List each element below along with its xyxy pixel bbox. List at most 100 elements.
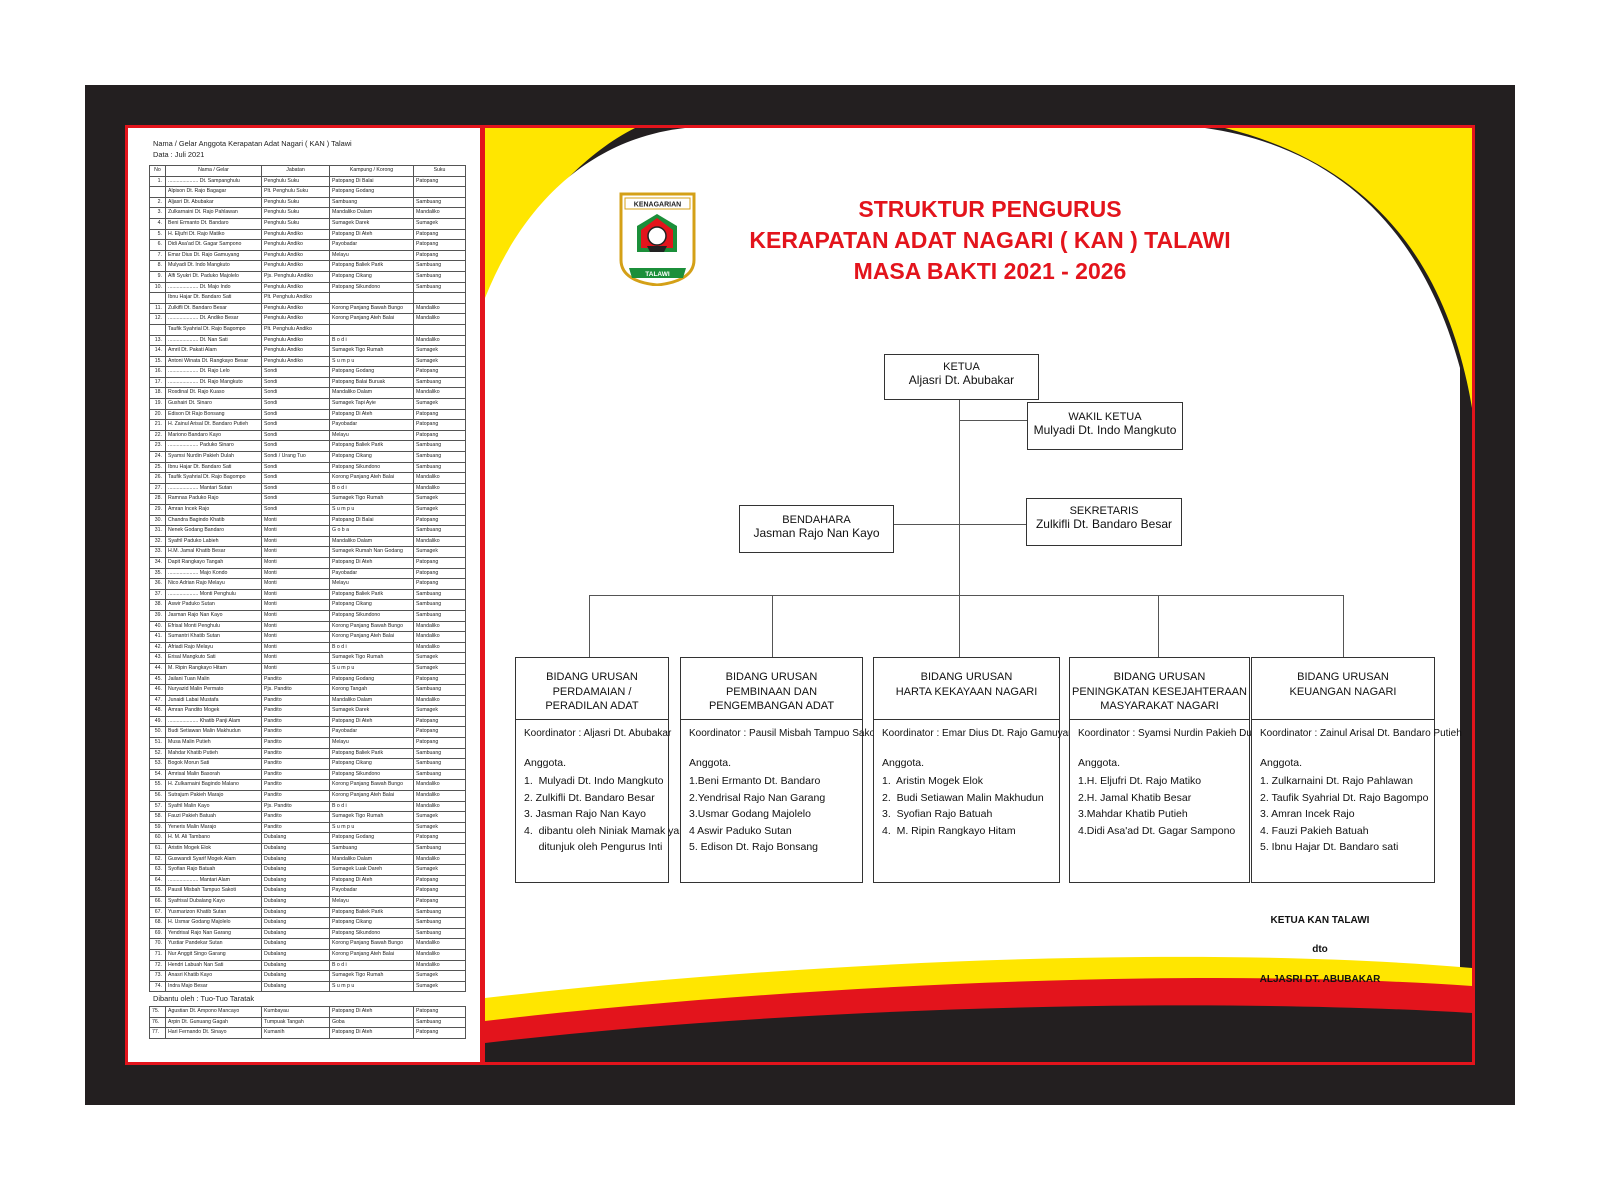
table-cell: Pandito <box>261 747 330 760</box>
table-cell <box>329 323 414 336</box>
table-cell: Korong Panjang Bawah Bungo <box>329 302 414 315</box>
table-cell: 1. <box>149 175 166 188</box>
list-item: 5. Ibnu Hajar Dt. Bandaro sati <box>1260 841 1399 853</box>
table-cell: Mulyadi Dt. Indo Mangkuto <box>165 260 262 272</box>
table-cell: Patopang Cikang <box>329 599 414 611</box>
table-cell: Pandito <box>261 790 330 802</box>
table-cell: Monti <box>261 631 330 643</box>
table-cell: 37. <box>149 588 166 601</box>
list-item: 1.H. Eljufri Dt. Rajo Matiko <box>1078 775 1202 787</box>
table-cell: Monti <box>261 599 330 611</box>
table-cell: ..................... Dt. Andiko Besar <box>165 313 262 325</box>
table-cell: 57. <box>149 800 166 813</box>
table-cell: Edison Dt Rajo Bonsang <box>165 408 262 421</box>
table-cell: Penghulu Andiko <box>261 249 330 262</box>
table-cell: 50. <box>149 726 166 739</box>
table-cell: 69. <box>149 927 166 940</box>
table-cell: 3. <box>149 207 166 219</box>
table-cell: Dubalang <box>261 853 330 866</box>
sekretaris-box: SEKRETARIS Zulkifli Dt. Bandaro Besar <box>1026 498 1182 546</box>
table-cell: Pandito <box>261 673 330 686</box>
table-cell: Sumagek <box>413 493 466 505</box>
table-cell: Bogok Morun Sati <box>165 758 262 770</box>
table-cell: Sumagek <box>413 652 466 664</box>
table-cell: Pandito <box>261 715 330 728</box>
bidang-title-line: PENGEMBANGAN ADAT <box>708 700 835 712</box>
table-cell: Amran Pandito Mogek <box>165 705 262 717</box>
table-cell: Sambuang <box>329 843 414 855</box>
signature-name: ALJASRI DT. ABUBAKAR <box>1259 974 1381 985</box>
connector-bidang-4 <box>1158 595 1160 657</box>
bottom-yellow-wave <box>485 956 1472 1023</box>
table-cell: Sambuang <box>413 525 466 537</box>
table-cell: Patopang <box>413 175 466 188</box>
table-cell: Payobadar <box>329 419 414 431</box>
connector-wakil <box>959 420 1027 422</box>
extra-members-label: Dibantu oleh : Tuo-Tuo Taratak <box>153 994 255 1003</box>
table-cell: Zulkifli Dt. Bandaro Besar <box>165 302 262 315</box>
table-cell: Patopang <box>413 1027 466 1039</box>
table-cell: ..................... Dt. Nan Sati <box>165 334 262 347</box>
table-cell: Sambuang <box>413 281 466 294</box>
table-cell: Sondi <box>261 408 330 421</box>
bidang-anggota-label: Anggota. <box>882 757 925 769</box>
table-cell: Mandaliko <box>413 853 466 866</box>
table-cell: Sondi <box>261 429 330 442</box>
kenagarian-logo: KENAGARIAN TALAWI <box>617 190 698 287</box>
table-cell: ..................... Khatib Panji Alam <box>165 715 262 728</box>
bidang-title-line: BIDANG URUSAN <box>920 671 1013 683</box>
table-cell: B o d i <box>329 482 414 495</box>
table-cell: Monti <box>261 620 330 633</box>
table-cell: 75. <box>149 1006 166 1018</box>
table-cell: S u m p u <box>329 662 414 675</box>
table-cell: Penghulu Andiko <box>261 239 330 251</box>
bidang-title-line: BIDANG URUSAN <box>1113 671 1206 683</box>
bidang-title-line: PENINGKATAN KESEJAHTERAAN <box>1071 685 1248 698</box>
table-cell: Dubalang <box>261 864 330 876</box>
table-cell: Sondi <box>261 366 330 378</box>
table-cell: Sambuang <box>413 1016 466 1029</box>
table-cell: Beni Ermanto Dt. Bandaro <box>165 217 262 230</box>
table-cell: Sumagek Tigo Rumah <box>329 970 414 982</box>
table-cell: Patopang <box>413 874 466 887</box>
table-cell: Mariono Bandaro Kayo <box>165 429 262 442</box>
table-cell: H. Zainul Arisal Dt. Bandaro Putieh <box>165 419 262 431</box>
table-cell: 22. <box>149 429 166 442</box>
table-cell: Plt. Penghulu Andiko <box>261 323 330 336</box>
table-cell: Amran Incek Rajo <box>165 504 262 516</box>
table-cell: Aristin Mogek Elok <box>165 843 262 855</box>
wakil-ketua-name: Mulyadi Dt. Indo Mangkuto <box>1033 423 1177 437</box>
table-cell: Sutrajum Pakieh Marajo <box>165 790 262 802</box>
table-cell: 40. <box>149 620 166 633</box>
table-cell: Kumanih <box>261 1027 330 1039</box>
table-cell: 70. <box>149 938 166 950</box>
table-cell: Sumagek <box>413 345 466 357</box>
connector-vertical-main <box>959 399 961 595</box>
table-cell: Korong Panjang Ateh Balai <box>329 631 414 643</box>
table-cell: Pjs. Pandito <box>261 684 330 696</box>
table-cell: Aljasri Dt. Abubakar <box>165 196 262 209</box>
table-cell: Penghulu Andiko <box>261 313 330 325</box>
table-cell: 19. <box>149 398 166 410</box>
table-cell: Monti <box>261 641 330 654</box>
table-cell: Pandito <box>261 694 330 707</box>
table-cell: Penghulu Andiko <box>261 355 330 368</box>
list-item: 1.Beni Ermanto Dt. Bandaro <box>689 775 821 787</box>
table-cell: Sumagek <box>413 970 466 982</box>
table-cell: 27. <box>149 482 166 495</box>
